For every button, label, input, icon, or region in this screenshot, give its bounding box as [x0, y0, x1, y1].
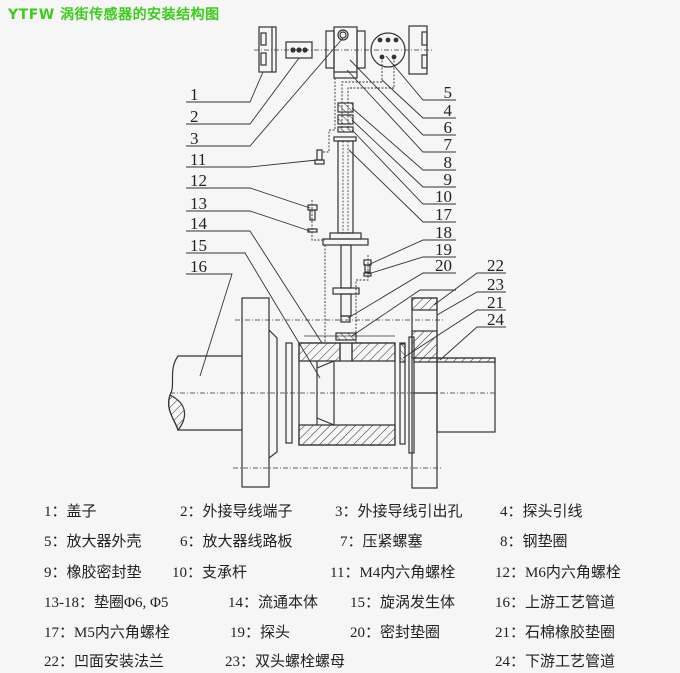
callout-20: 20: [435, 256, 452, 275]
callout-9: 9: [444, 170, 453, 189]
callout-23: 23: [487, 275, 504, 294]
callout-19: 19: [435, 240, 452, 259]
callout-2: 2: [190, 107, 199, 126]
callout-21: 21: [487, 293, 504, 312]
legend-item: 1：盖子: [44, 504, 97, 520]
callout-12: 12: [190, 171, 207, 190]
callout-1: 1: [190, 85, 199, 104]
legend-item: 12：M6内六角螺栓: [495, 565, 621, 581]
legend-item: 19：探头: [230, 625, 291, 641]
diagram-title: YTFW 涡街传感器的安装结构图: [8, 7, 220, 23]
leader-lines: [186, 37, 506, 379]
callout-17: 17: [435, 205, 453, 224]
legend-item: 15：旋涡发生体: [350, 595, 456, 611]
legend-item: 20：密封垫圈: [350, 625, 441, 641]
callout-11: 11: [190, 150, 206, 169]
callout-8: 8: [444, 153, 453, 172]
callout-4: 4: [444, 101, 453, 120]
legend-item: 16：上游工艺管道: [495, 595, 616, 611]
callout-6: 6: [444, 118, 453, 137]
legend-item: 11：M4内六角螺栓: [330, 565, 456, 581]
callout-22: 22: [487, 256, 504, 275]
sensor-installation-diagram: 1 2 3 11 12 13 14 15 16 5 4 6 7 8 9 10 1…: [168, 25, 506, 489]
upstream-pipe: [168, 355, 242, 432]
legend-item: 2：外接导线端子: [180, 504, 293, 520]
legend-item: 3：外接导线引出孔: [335, 504, 463, 520]
callout-5: 5: [444, 83, 453, 102]
callout-18: 18: [435, 223, 452, 242]
legend-item: 9：橡胶密封垫: [44, 565, 142, 581]
stem-assembly: [322, 102, 369, 341]
cover-part: [258, 26, 277, 73]
amplifier-housing: [325, 26, 366, 79]
circuit-board: [341, 32, 406, 130]
legend-item: 24：下游工艺管道: [495, 654, 616, 670]
legend-item: 17：M5内六角螺栓: [44, 625, 170, 641]
legend-item: 10：支承杆: [172, 565, 248, 581]
callout-3: 3: [190, 129, 199, 148]
flow-body: [298, 335, 396, 446]
callout-24: 24: [487, 310, 505, 329]
bolt-17: [363, 259, 372, 277]
legend-item: 4：探头引线: [500, 504, 583, 520]
callout-10: 10: [435, 187, 452, 206]
downstream-pipe: [413, 357, 496, 433]
callout-14: 14: [190, 214, 208, 233]
legend-item: 13-18：垫圈Φ6, Φ5: [44, 595, 169, 611]
callout-13: 13: [190, 194, 207, 213]
upstream-flange: [241, 297, 278, 488]
legend-item: 14：流通本体: [228, 595, 319, 611]
legend-item: 7：压紧螺塞: [340, 534, 423, 550]
legend-item: 21：石棉橡胶垫圈: [495, 625, 616, 641]
callout-16: 16: [190, 257, 207, 276]
legend-item: 8：钢垫圈: [500, 534, 568, 550]
callout-15: 15: [190, 236, 207, 255]
bolt-12: [307, 204, 318, 233]
legend-item: 6：放大器线路板: [180, 534, 293, 550]
legend-item: 23：双头螺栓螺母: [225, 654, 346, 670]
legend-item: 5：放大器外壳: [44, 534, 142, 550]
asbestos-gasket: [399, 342, 406, 445]
callout-7: 7: [444, 135, 453, 154]
bolt-11: [314, 149, 325, 165]
legend-item: 22：凹面安装法兰: [44, 654, 165, 670]
